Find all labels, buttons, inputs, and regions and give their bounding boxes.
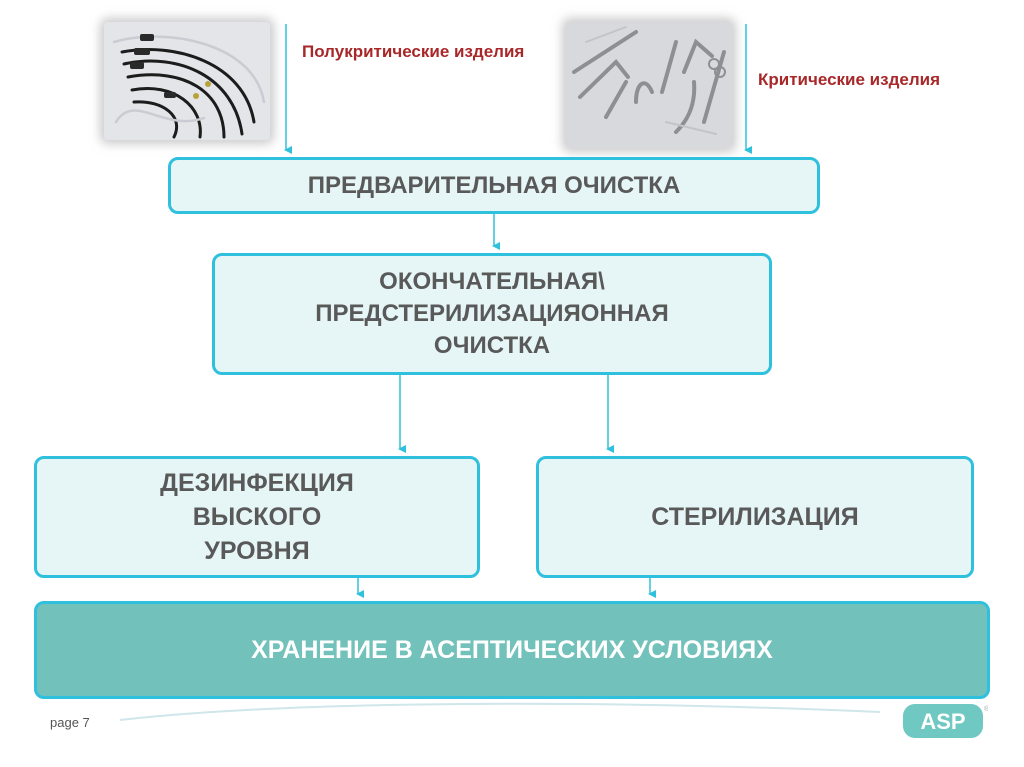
aseptic-storage-box: ХРАНЕНИЕ В АСЕПТИЧЕСКИХ УСЛОВИЯХ <box>34 601 990 699</box>
critical-items-image <box>566 22 732 148</box>
critical-items-label: Критические изделия <box>758 70 940 89</box>
disinfection-text: ДЕЗИНФЕКЦИЯ ВЫСКОГО УРОВНЯ <box>160 469 354 565</box>
final-cleaning-box: ОКОНЧАТЕЛЬНАЯ\ ПРЕДСТЕРИЛИЗАЦИЯОННАЯ ОЧИ… <box>212 253 772 375</box>
semi-critical-items-image <box>104 22 270 140</box>
sterilization-text: СТЕРИЛИЗАЦИЯ <box>651 502 859 531</box>
sterilization-box: СТЕРИЛИЗАЦИЯ <box>536 456 974 578</box>
pre-cleaning-box: ПРЕДВАРИТЕЛЬНАЯ ОЧИСТКА <box>168 157 820 214</box>
decorative-swoosh <box>119 702 881 721</box>
surgical-instruments-icon <box>566 22 732 148</box>
endoscope-cables-icon <box>104 22 270 140</box>
aseptic-storage-text: ХРАНЕНИЕ В АСЕПТИЧЕСКИХ УСЛОВИЯХ <box>251 635 773 664</box>
final-cleaning-text: ОКОНЧАТЕЛЬНАЯ\ ПРЕДСТЕРИЛИЗАЦИЯОННАЯ ОЧИ… <box>315 268 669 359</box>
disinfection-box: ДЕЗИНФЕКЦИЯ ВЫСКОГО УРОВНЯ <box>34 456 480 578</box>
semi-critical-items-label: Полукритические изделия <box>302 42 525 61</box>
page-number: page 7 <box>50 715 90 730</box>
asp-logo-icon: ASP ® <box>903 704 988 738</box>
svg-text:®: ® <box>984 705 988 713</box>
logo-text: ASP <box>920 709 965 734</box>
pre-cleaning-text: ПРЕДВАРИТЕЛЬНАЯ ОЧИСТКА <box>307 171 681 199</box>
